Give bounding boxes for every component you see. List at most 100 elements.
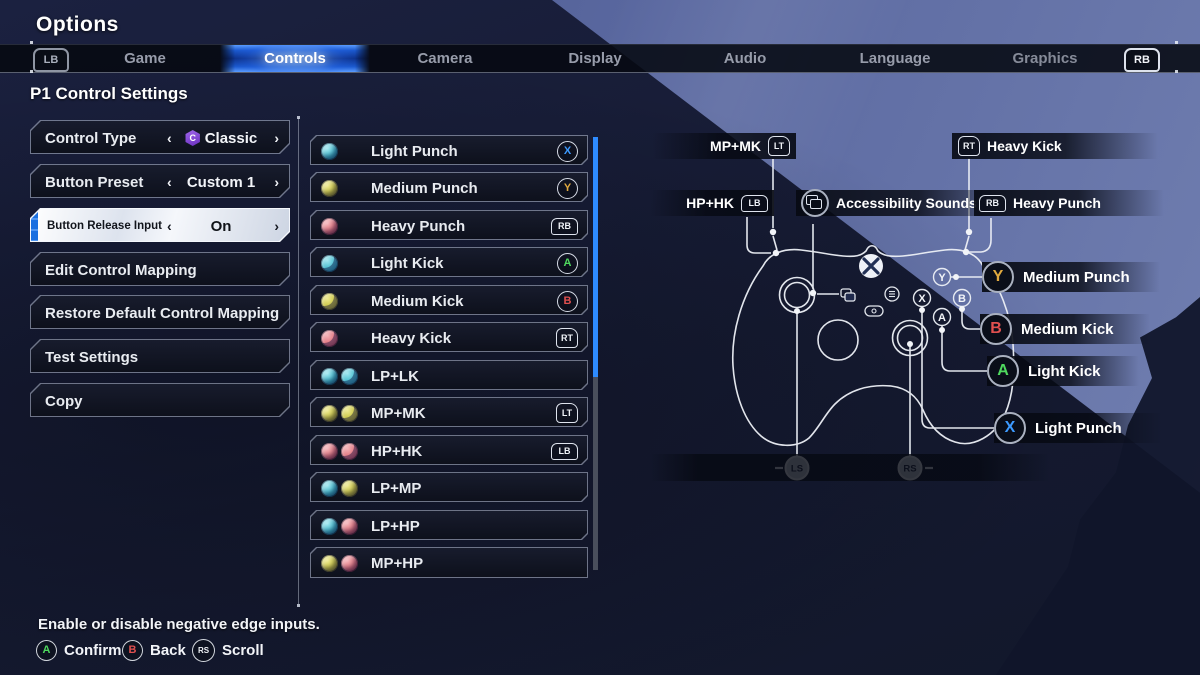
tab-camera[interactable]: Camera [417,50,473,67]
light-punch-icon [321,518,338,535]
mapping-row-lp-lk[interactable]: LP+LK [310,360,588,390]
tab-display[interactable]: Display [568,50,622,67]
tab-game[interactable]: Game [124,50,166,67]
restore-default-control-mapping-button[interactable]: Restore Default Control Mapping [30,295,290,329]
setting-button-preset[interactable]: Button Preset ‹ Custom 1 › [30,164,290,198]
next-arrow-icon[interactable]: › [274,218,279,234]
mapping-row-light-punch[interactable]: Light Punch X [310,135,588,165]
rs-stick-icon: RS [192,638,215,662]
mapping-row-light-kick[interactable]: Light Kick A [310,247,588,277]
divider-dot [297,604,300,607]
lt-trigger-icon: LT [556,403,578,423]
medium-punch-icon [321,180,338,197]
panel-divider [298,118,299,604]
hint-back: B Back [122,639,186,661]
next-arrow-icon[interactable]: › [274,174,279,190]
a-button-icon: A [36,639,57,661]
x-button-icon: X [557,141,578,162]
mapping-row-medium-kick[interactable]: Medium Kick B [310,285,588,315]
a-button-icon: A [987,355,1019,387]
mapping-row-heavy-punch[interactable]: Heavy Punch RB [310,210,588,240]
heavy-punch-icon [341,518,358,535]
mapping-row-medium-punch[interactable]: Medium Punch Y [310,172,588,202]
heavy-punch-icon [321,443,338,460]
corner-dot [30,41,33,44]
corner-dot [30,70,33,73]
callout-rt: RT Heavy Kick [952,133,1158,159]
mapping-row-lp-hp[interactable]: LP+HP [310,510,588,540]
setting-button-release-input[interactable]: Button Release Input ‹ On › [30,208,290,242]
tab-language[interactable]: Language [859,50,931,67]
section-title: P1 Control Settings [30,84,188,103]
page-title: Options [36,13,119,36]
prev-arrow-icon[interactable]: ‹ [167,174,172,190]
rb-bumper-icon: RB [551,218,578,235]
test-settings-button[interactable]: Test Settings [30,339,290,373]
hint-confirm: A Confirm [36,639,122,661]
y-button-icon: Y [557,178,578,199]
mapping-row-mp-mk[interactable]: MP+MK LT [310,397,588,427]
lb-bumper-icon: LB [551,443,578,460]
light-punch-icon [321,143,338,160]
setting-value: On [210,217,232,235]
tab-audio[interactable]: Audio [723,50,767,67]
mapping-action: MP+MK [371,404,426,422]
prev-arrow-icon[interactable]: ‹ [167,218,172,234]
button-label: Edit Control Mapping [45,261,197,279]
x-button-icon: X [994,412,1026,444]
mapping-scrollbar[interactable] [593,137,598,570]
light-punch-icon [321,480,338,497]
b-button-icon: B [980,313,1012,345]
light-kick-icon [341,368,358,385]
y-button-icon: Y [982,261,1014,293]
heavy-punch-icon [321,218,338,235]
mapping-action: MP+HP [371,554,424,572]
next-arrow-icon[interactable]: › [274,130,279,146]
tab-bar: LB Game Controls Camera Display Audio La… [0,44,1200,73]
medium-kick-icon [341,405,358,422]
medium-kick-icon [321,293,338,310]
rb-bumper-icon: RB [1124,48,1160,72]
rb-bumper-icon: RB [979,194,1006,212]
mapping-action: HP+HK [371,442,423,460]
lt-trigger-icon: LT [768,136,790,156]
heavy-kick-icon [321,330,338,347]
scrollbar-thumb[interactable] [593,137,598,377]
callout-y: Y Medium Punch [982,261,1160,293]
callout-x: X Light Punch [994,412,1162,444]
mapping-row-lp-mp[interactable]: LP+MP [310,472,588,502]
accessibility-sounds-icon [801,189,829,217]
mapping-action: Light Punch [371,142,458,160]
setting-value: Custom 1 [186,173,256,191]
edit-control-mapping-button[interactable]: Edit Control Mapping [30,252,290,286]
callout-b: B Medium Kick [980,313,1150,345]
tab-controls[interactable]: Controls [220,45,370,72]
mapping-row-mp-hp[interactable]: MP+HP [310,547,588,578]
b-button-icon: B [557,291,578,312]
mapping-action: Light Kick [371,254,444,272]
mapping-action: LP+HP [371,517,420,535]
a-button-icon: A [557,253,578,274]
mapping-row-hp-hk[interactable]: HP+HK LB [310,435,588,465]
tab-graphics[interactable]: Graphics [1012,50,1078,67]
button-label: Test Settings [45,348,139,366]
callout-lb: HP+HK LB [650,190,774,216]
mapping-action: Medium Kick [371,292,464,310]
medium-punch-icon [341,480,358,497]
copy-button[interactable]: Copy [30,383,290,417]
callout-lt: MP+MK LT [652,133,796,159]
light-punch-icon [321,368,338,385]
callout-a: A Light Kick [987,355,1139,387]
corner-dot [1175,70,1178,73]
selection-accent-bar [31,209,38,241]
heavy-kick-icon [341,443,358,460]
b-button-icon: B [122,639,143,661]
mapping-action: LP+LK [371,367,419,385]
prev-arrow-icon[interactable]: ‹ [167,130,172,146]
mapping-row-heavy-kick[interactable]: Heavy Kick RT [310,322,588,352]
light-kick-icon [321,255,338,272]
mapping-action: LP+MP [371,479,422,497]
